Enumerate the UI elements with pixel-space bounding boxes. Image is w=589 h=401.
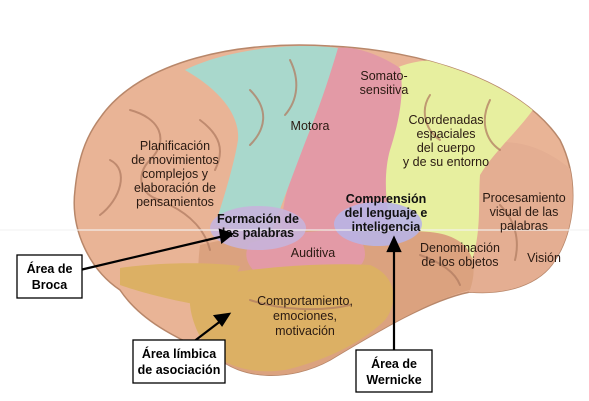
region-limbica <box>189 264 394 372</box>
label-line: Broca <box>32 278 68 292</box>
label-line: Motora <box>291 119 330 133</box>
callout-broca-label: Área de Broca <box>27 261 73 292</box>
label-line: Denominación <box>420 241 500 255</box>
label-line: Somato- <box>360 69 407 83</box>
region-orbitofrontal <box>120 263 240 305</box>
callout-wernicke-label: Área de Wernicke <box>366 356 421 387</box>
label-line: palabras <box>500 219 548 233</box>
broca-area-highlight <box>210 206 306 250</box>
label-line: Auditiva <box>291 246 336 260</box>
callout-box-broca <box>16 254 83 299</box>
label-comportamiento: Comportamiento,emociones,motivación <box>257 294 353 338</box>
label-line: de los objetos <box>421 255 498 269</box>
callout-limbica-label: Área límbica de asociación <box>138 346 221 377</box>
label-line: Wernicke <box>366 373 421 387</box>
label-vision: Visión <box>527 251 561 265</box>
label-line: Comportamiento, <box>257 294 353 308</box>
label-line: las palabras <box>222 226 294 240</box>
label-line: del cuerpo <box>417 141 475 155</box>
region-somatosensitiva <box>282 47 402 246</box>
label-line: complejos y <box>142 167 209 181</box>
label-line: de movimientos <box>131 153 219 167</box>
label-line: sensitiva <box>360 83 409 97</box>
label-line: de asociación <box>138 363 221 377</box>
label-somatosensitiva: Somato-sensitiva <box>360 69 409 97</box>
region-motora <box>185 46 338 231</box>
label-line: Área de <box>27 261 73 276</box>
label-line: espaciales <box>416 127 475 141</box>
label-line: Área límbica <box>142 346 217 361</box>
label-line: y de su entorno <box>403 155 489 169</box>
label-line: motivación <box>275 324 335 338</box>
label-line: inteligencia <box>352 220 422 234</box>
label-line: Visión <box>527 251 561 265</box>
label-line: Comprensión <box>346 192 427 206</box>
label-line: visual de las <box>490 205 559 219</box>
label-line: Planificación <box>140 139 210 153</box>
label-motora: Motora <box>291 119 330 133</box>
label-auditiva: Auditiva <box>291 246 336 260</box>
callout-box-wernicke <box>355 349 433 393</box>
label-line: emociones, <box>273 309 337 323</box>
label-line: Formación de <box>217 212 299 226</box>
callout-arrows <box>79 228 402 353</box>
label-line: Coordenadas <box>408 113 483 127</box>
label-line: Procesamiento <box>482 191 565 205</box>
label-line: del lenguaje e <box>345 206 428 220</box>
label-line: Área de <box>371 356 417 371</box>
label-line: elaboración de <box>134 181 216 195</box>
label-line: pensamientos <box>136 195 214 209</box>
wernicke-area-highlight <box>334 202 422 246</box>
brain-sulci <box>99 59 518 311</box>
callout-box-limbica <box>132 339 226 384</box>
region-parietal <box>381 60 540 266</box>
